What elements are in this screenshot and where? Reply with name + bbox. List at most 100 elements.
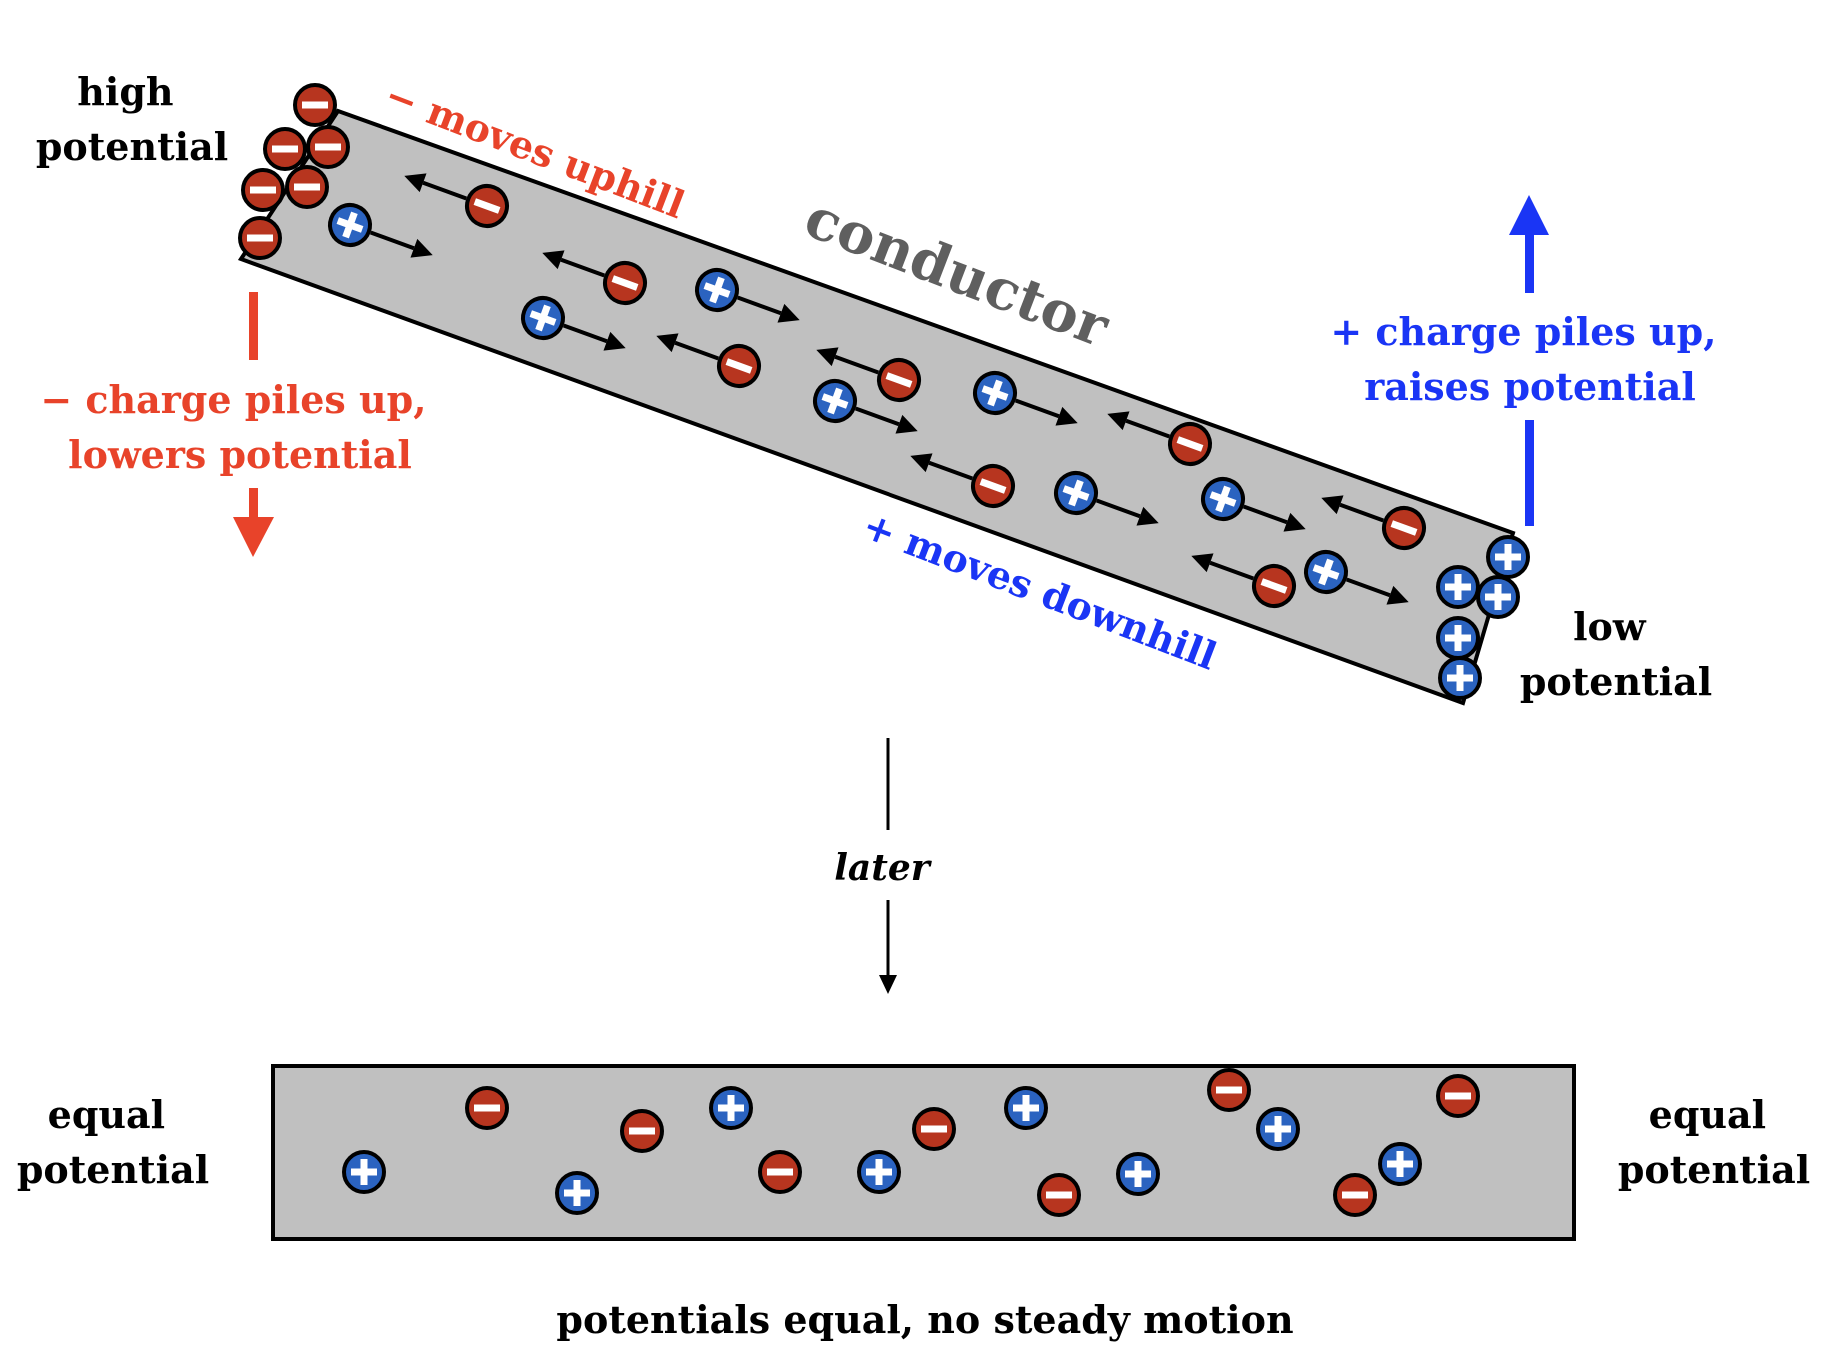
plus-icon [981,379,1009,407]
minus-icon [629,1127,655,1135]
scattered-positive-charge [1116,1152,1160,1196]
minus-icon [1342,1191,1368,1199]
moving-positive-charge [813,379,857,423]
arrow-down-right-icon [1283,512,1306,532]
scattered-negative-charge [912,1107,956,1151]
piled-negative-charge [241,168,285,212]
piled-positive-charge [1486,535,1530,579]
right-equal-line-2: potential [1618,1147,1810,1192]
left-equal-potential-label: equal potential [17,1092,209,1192]
motion-arrow-shaft [1014,398,1060,419]
plus-icon [1445,574,1471,600]
scattered-positive-charge [555,1171,599,1215]
plus-icon [564,1180,590,1206]
minus-icon [1260,578,1288,594]
minus-icon [767,1168,793,1176]
arrow-down-right-icon [1136,506,1159,526]
high-potential-line-2: potential [36,124,228,169]
moving-negative-charge [717,344,761,388]
moving-positive-charge [973,371,1017,415]
minus-icon [247,234,273,242]
plus-icon [336,211,364,239]
minus-icon [250,186,276,194]
later-label: later [834,847,933,889]
plus-icon [1312,558,1340,586]
arrow-up-left-icon [1107,411,1130,431]
top-panel: conductor − moves uphill + moves downhil… [36,69,1729,706]
plus-icon [1445,625,1471,651]
piled-negative-charge [293,83,337,127]
down-arrow-icon [879,975,897,994]
minus-icon [885,372,913,388]
positive-pileup-line-2: raises potential [1364,364,1696,409]
arrow-down-right-icon [895,414,918,434]
minus-icon [725,358,753,374]
plus-icon [1495,544,1521,570]
piled-positive-charge [1436,616,1480,660]
minus-icon [473,198,501,214]
motion-arrow-shaft [834,354,880,375]
red-bar [249,292,258,360]
piled-positive-charge [1436,565,1480,609]
level-conductor [271,1064,1576,1241]
minus-icon [1445,1092,1471,1100]
motion-arrow-shaft [369,230,415,251]
moving-negative-charge [603,261,647,305]
left-equal-line-1: equal [48,1092,165,1137]
piled-negative-charge [238,216,282,260]
plus-icon [1013,1095,1039,1121]
positive-pileup-label: + charge piles up, raises potential [1330,309,1729,409]
moving-positive-charge [521,296,565,340]
motion-arrow-shaft [928,460,974,481]
motion-arrow-shaft [1242,504,1288,525]
motion-arrow-shaft [854,406,900,427]
high-potential-label: high potential [36,69,228,169]
negative-pileup-line-2: lowers potential [68,432,412,477]
scattered-negative-charge [1037,1173,1081,1217]
arrow-up-left-icon [656,333,679,353]
scattered-positive-charge [709,1086,753,1130]
low-potential-line-2: potential [1520,659,1712,704]
scattered-positive-charge [1378,1142,1422,1186]
minus-icon [1176,436,1204,452]
scattered-negative-charge [758,1150,802,1194]
arrow-down-right-icon [603,331,626,351]
plus-icon [1447,665,1473,691]
arrow-up-left-icon [816,347,839,367]
minus-icon [1390,520,1418,536]
positive-pileup-indicator: + charge piles up, raises potential [1330,195,1729,526]
arrow-down-right-icon [1055,406,1078,426]
moving-positive-charge [328,203,372,247]
piled-negative-charge [263,127,307,171]
motion-arrow-shaft [562,323,608,344]
plus-icon [351,1159,377,1185]
motion-arrow-shaft [1209,560,1255,581]
minus-icon [1046,1191,1072,1199]
plus-icon [1387,1151,1413,1177]
scattered-negative-charge [1333,1173,1377,1217]
arrow-down-right-icon [1386,585,1409,605]
blue-arrow-up-icon [1509,195,1549,235]
high-potential-line-1: high [77,69,173,114]
motion-arrow-shaft [1125,418,1171,439]
minus-icon [1216,1086,1242,1094]
minus-icon [611,275,639,291]
motion-arrow-shaft [1339,502,1385,523]
plus-icon [1209,485,1237,513]
plus-icon [529,304,557,332]
arrow-up-left-icon [1321,495,1344,515]
moving-negative-charge [1382,506,1426,550]
minus-icon [302,101,328,109]
low-potential-line-1: low [1573,604,1647,649]
moving-negative-charge [1168,422,1212,466]
motion-arrow-shaft [560,257,606,278]
minus-icon [272,145,298,153]
arrow-down-right-icon [777,303,800,323]
motion-arrow-shaft [1095,498,1141,519]
moving-negative-charge [877,358,921,402]
negative-pileup-indicator: − charge piles up, lowers potential [40,292,426,557]
moving-positive-charge [695,268,739,312]
blue-bar [1525,420,1534,526]
minus-icon [979,478,1007,494]
piled-negative-charge [285,165,329,209]
